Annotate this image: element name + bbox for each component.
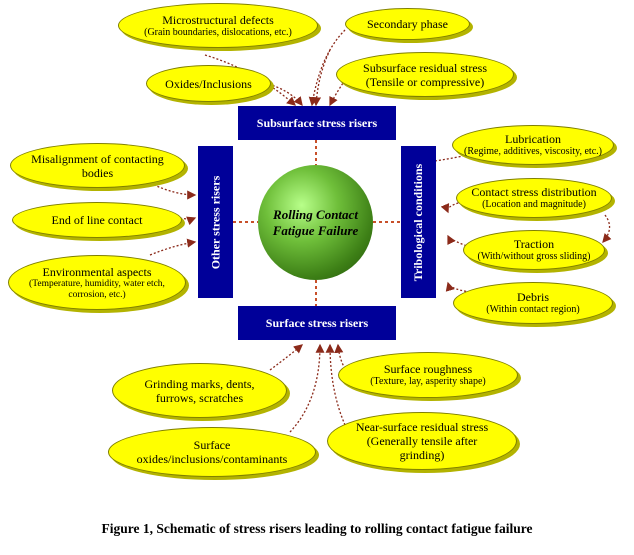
- box-subsurface-stress-risers: Subsurface stress risers: [238, 106, 396, 140]
- arrow-subsurface: [329, 79, 346, 107]
- box-other-label: Other stress risers: [208, 175, 223, 269]
- box-subsurface-label: Subsurface stress risers: [256, 115, 378, 130]
- arrow-endline: [179, 216, 197, 226]
- bubble-line3: grinding): [399, 448, 445, 462]
- arrow-traction: [447, 234, 471, 248]
- bubble-title: Traction: [513, 237, 555, 251]
- bubble-environmental-aspects: Environmental aspects (Temperature, humi…: [8, 255, 186, 310]
- box-tribological-conditions: Tribological conditions: [401, 146, 436, 298]
- bubble-line1: Surface: [193, 438, 231, 452]
- bubble-contact-stress-distribution: Contact stress distribution (Location an…: [456, 178, 612, 218]
- bubble-microstructural-defects: Microstructural defects (Grain boundarie…: [118, 3, 318, 48]
- bubble-grinding-marks: Grinding marks, dents, furrows, scratche…: [112, 363, 287, 418]
- center-sphere: Rolling Contact Fatigue Failure: [258, 165, 373, 280]
- bubble-secondary-phase: Secondary phase: [345, 8, 470, 40]
- bubble-line2: (Generally tensile after: [366, 434, 478, 448]
- arrow-environmental: [149, 238, 197, 256]
- arrow-microstructural: [204, 54, 296, 106]
- arrow-secondary-upper: [311, 49, 331, 107]
- bubble-title: Surface roughness: [383, 362, 473, 376]
- arrow-near-surface: [325, 343, 346, 426]
- bubble-surface-oxides: Surface oxides/inclusions/contaminants: [108, 427, 316, 477]
- bubble-title: Secondary phase: [367, 17, 448, 31]
- arrow-contact-traction: [602, 214, 612, 243]
- arrow-secondary: [308, 29, 346, 107]
- bubble-surface-roughness: Surface roughness (Texture, lay, asperit…: [338, 352, 518, 398]
- bubble-sub: (Location and magnitude): [482, 199, 586, 210]
- bubble-line1: Grinding marks, dents,: [144, 376, 255, 391]
- center-line1: Rolling Contact: [273, 206, 358, 222]
- bubble-line2: furrows, scratches: [155, 390, 244, 405]
- bubble-near-surface-residual-stress: Near-surface residual stress (Generally …: [327, 412, 517, 470]
- arrow-roughness: [334, 343, 351, 376]
- arrow-misalignment: [149, 182, 197, 200]
- bubble-title: Subsurface residual stress: [363, 60, 487, 75]
- bubble-title: Environmental aspects: [42, 264, 152, 279]
- bubble-sub: (Texture, lay, asperity shape): [370, 376, 486, 387]
- figure-caption: Figure 1, Schematic of stress risers lea…: [101, 521, 533, 536]
- bubble-oxides-inclusions: Oxides/Inclusions: [146, 65, 271, 102]
- bubble-misalignment: Misalignment of contacting bodies: [10, 143, 185, 188]
- bubble-title: Microstructural defects: [162, 12, 274, 27]
- bubble-line2: bodies: [81, 165, 114, 180]
- bubble-end-of-line-contact: End of line contact: [12, 202, 182, 238]
- bubble-sub: (Regime, additives, viscosity, etc.): [464, 146, 602, 157]
- bubble-title: Contact stress distribution: [471, 185, 597, 199]
- bubble-title: Oxides/Inclusions: [165, 76, 252, 91]
- bubble-traction: Traction (With/without gross sliding): [463, 230, 605, 270]
- bubble-title: Near-surface residual stress: [355, 420, 489, 434]
- box-surface-label: Surface stress risers: [265, 315, 369, 330]
- bubble-sub: (Grain boundaries, dislocations, etc.): [144, 26, 292, 38]
- bubble-line1: Misalignment of contacting: [31, 151, 164, 166]
- bubble-title: Debris: [517, 290, 549, 304]
- box-tribological-label: Tribological conditions: [411, 163, 425, 281]
- center-line2: Fatigue Failure: [272, 222, 359, 238]
- arrow-grinding: [269, 344, 303, 371]
- box-other-stress-risers: Other stress risers: [198, 146, 233, 298]
- bubble-title: Lubrication: [505, 132, 561, 146]
- bubble-line2: oxides/inclusions/contaminants: [136, 452, 288, 466]
- bubble-sub: (Within contact region): [486, 304, 580, 315]
- bubble-sub: (With/without gross sliding): [477, 251, 591, 262]
- bubble-title: End of line contact: [51, 213, 143, 227]
- bubble-lubrication: Lubrication (Regime, additives, viscosit…: [452, 125, 614, 165]
- box-surface-stress-risers: Surface stress risers: [238, 306, 396, 340]
- bubble-debris: Debris (Within contact region): [453, 282, 613, 324]
- arrow-oxides-surface: [289, 343, 325, 433]
- bubble-sub: (Temperature, humidity, water etch, corr…: [29, 278, 165, 300]
- bubble-sub: (Tensile or compressive): [365, 74, 485, 89]
- bubble-subsurface-residual-stress: Subsurface residual stress (Tensile or c…: [336, 52, 514, 97]
